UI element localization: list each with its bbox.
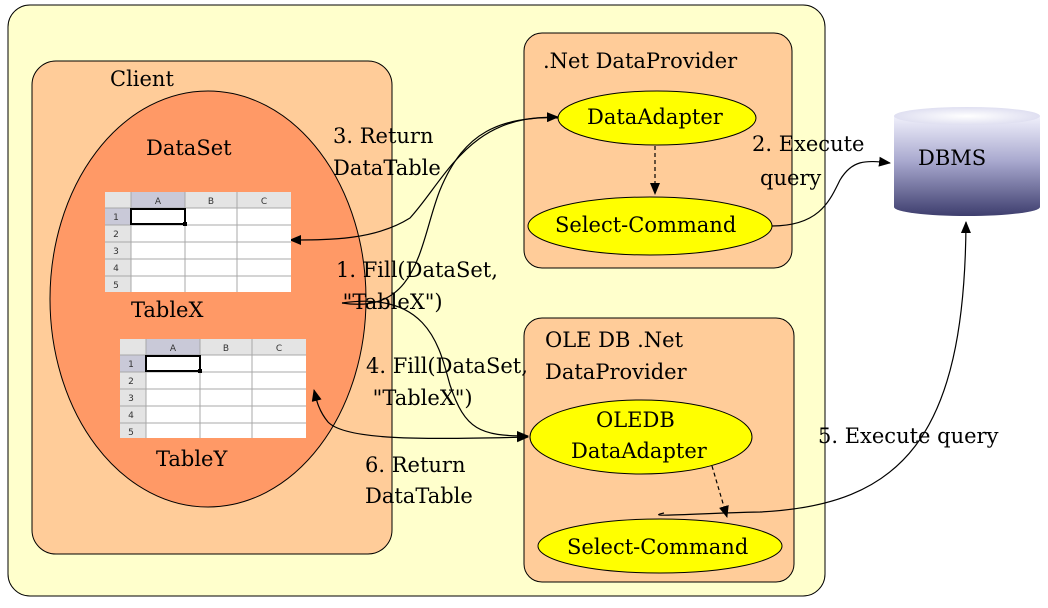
table-x-row-3: 3	[113, 247, 119, 257]
return-arrow-3	[289, 117, 559, 245]
dbms-cylinder	[894, 107, 1040, 216]
table-x-row-5: 5	[113, 281, 119, 291]
table-x-col-b: B	[208, 197, 214, 207]
step-1-line1: 1. Fill(DataSet,	[336, 258, 498, 282]
step-4-line1: 4. Fill(DataSet,	[366, 354, 528, 378]
table-y-label: TableY	[156, 447, 228, 471]
step-1-line2: "TableX")	[336, 290, 443, 314]
table-y-row-1: 1	[128, 360, 134, 370]
table-y-col-a: A	[170, 344, 177, 354]
step-3-line2: DataTable	[333, 156, 441, 180]
execute-arrow-5	[657, 221, 971, 516]
select-command-label-net: Select-Command	[555, 213, 737, 237]
select-command-ellipse-oledb	[537, 518, 783, 574]
step-4-line2: "TableX")	[366, 386, 473, 410]
step-6-line1: 6. Return	[365, 453, 466, 477]
select-command-label-oledb: Select-Command	[567, 535, 749, 559]
dbms-label: DBMS	[918, 146, 987, 170]
dataset-label: DataSet	[146, 136, 232, 160]
table-x-label: TableX	[131, 298, 204, 322]
step-6-line2: DataTable	[365, 484, 473, 508]
execute-arrow-2	[771, 156, 891, 227]
fill-arrow-1	[341, 112, 559, 305]
step-5-label: 5. Execute query	[818, 424, 999, 448]
table-y-sheet: A B C 1 2 3 4 5	[120, 339, 306, 438]
oledb-adapter-label-line1: OLEDB	[596, 408, 675, 432]
table-x-row-4: 4	[113, 264, 119, 274]
oledb-provider-title-line2: DataProvider	[545, 360, 687, 384]
oledb-adapter-ellipse	[529, 399, 753, 475]
table-x-row-2: 2	[113, 230, 119, 240]
table-x-col-c: C	[261, 197, 267, 207]
table-x-sheet: A B C 1 2 3 4 5	[105, 192, 291, 292]
table-x-row-1: 1	[113, 213, 119, 223]
oledb-adapter-label-line2: DataAdapter	[571, 439, 707, 463]
table-x-col-a: A	[155, 197, 162, 207]
oledb-adapter-to-command-dashed-arrow	[711, 465, 729, 518]
table-y-row-3: 3	[128, 394, 134, 404]
table-y-row-2: 2	[128, 377, 134, 387]
table-y-col-c: C	[276, 344, 282, 354]
table-y-row-5: 5	[128, 428, 134, 438]
step-2-line2: query	[760, 166, 822, 190]
table-y-row-4: 4	[128, 411, 134, 421]
net-provider-title: .Net DataProvider	[543, 49, 738, 73]
data-adapter-label: DataAdapter	[587, 105, 723, 129]
step-2-line1: 2. Execute	[752, 132, 865, 156]
oledb-provider-title-line1: OLE DB .Net	[545, 328, 684, 352]
return-arrow-6	[311, 389, 529, 443]
table-y-col-b: B	[223, 344, 229, 354]
client-title: Client	[110, 67, 174, 91]
step-3-line1: 3. Return	[333, 124, 434, 148]
